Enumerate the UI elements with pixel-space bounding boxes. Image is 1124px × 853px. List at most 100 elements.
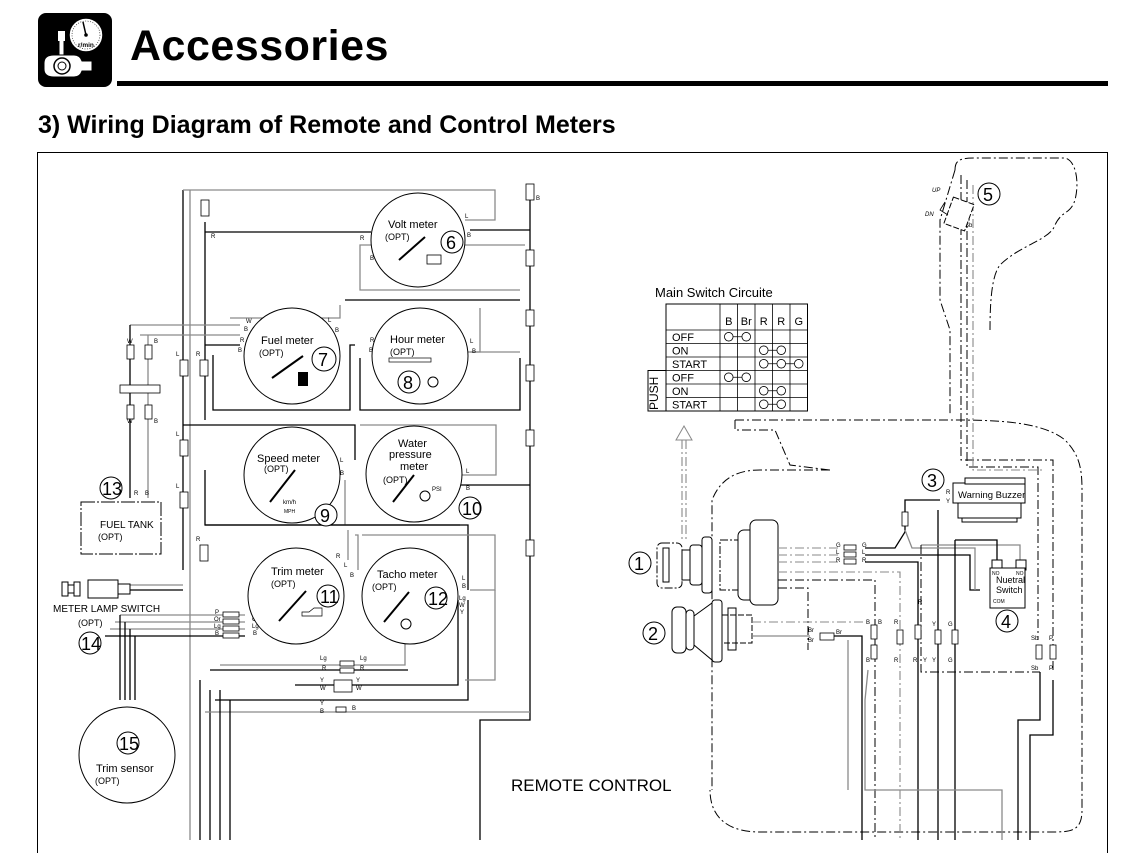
svg-text:L: L [462, 576, 466, 582]
table-row-label: OFF [672, 332, 694, 344]
contact-circle [776, 386, 786, 396]
svg-text:13: 13 [102, 479, 122, 499]
svg-text:Y: Y [356, 678, 360, 684]
svg-text:Trim sensor: Trim sensor [96, 763, 154, 775]
svg-text:9: 9 [320, 506, 330, 526]
svg-text:W: W [356, 686, 362, 692]
svg-text:R: R [211, 234, 216, 240]
speed-meter: Speed meter (OPT) km/h MPH 9 [243, 426, 341, 527]
diagram-frame [37, 152, 1108, 853]
tacho-meter: Tacho meter (OPT) 12 [361, 547, 459, 645]
section-title: 3) Wiring Diagram of Remote and Control … [38, 111, 616, 139]
water-pressure-meter: Water pressure meter (OPT) PSI 10 [365, 425, 482, 523]
svg-text:Sb: Sb [965, 223, 973, 229]
svg-text:R: R [322, 666, 327, 672]
push-box [647, 370, 667, 412]
contact-circle [759, 359, 769, 369]
connectors-left [119, 183, 535, 713]
fuel-meter: Fuel meter (OPT) 7 [243, 307, 341, 405]
svg-text:MPH: MPH [284, 509, 296, 515]
table-row-label: ON [672, 386, 689, 398]
trim-switch: UP DN 5 [925, 182, 1001, 232]
svg-text:(OPT): (OPT) [385, 232, 410, 242]
svg-text:L: L [344, 563, 348, 569]
svg-text:(OPT): (OPT) [390, 347, 415, 357]
trim-sensor: 15 Trim sensor (OPT) [78, 706, 176, 804]
svg-text:R: R [196, 352, 201, 358]
svg-text:(OPT): (OPT) [372, 582, 397, 592]
contact-circle [759, 345, 769, 355]
svg-text:L: L [328, 318, 332, 324]
svg-text:L: L [470, 339, 474, 345]
svg-text:4: 4 [1001, 612, 1011, 632]
svg-text:UP: UP [932, 188, 940, 194]
svg-text:B: B [536, 196, 540, 202]
svg-text:3: 3 [927, 471, 937, 491]
battery-icon [426, 254, 442, 265]
svg-text:Volt meter: Volt meter [388, 219, 438, 231]
svg-text:R: R [134, 491, 139, 497]
svg-text:R: R [862, 558, 867, 564]
svg-text:COM: COM [993, 599, 1005, 605]
svg-text:B: B [244, 327, 248, 333]
svg-text:R: R [240, 338, 245, 344]
svg-text:8: 8 [403, 373, 413, 393]
svg-text:B: B [145, 491, 149, 497]
svg-text:10: 10 [462, 499, 482, 519]
contact-circle [724, 372, 734, 382]
hour-meter: Hour meter (OPT) 8 [371, 307, 469, 405]
svg-text:Water: Water [398, 438, 427, 450]
contact-circle [776, 359, 786, 369]
svg-text:R: R [360, 666, 365, 672]
svg-text:(OPT): (OPT) [271, 579, 296, 589]
svg-text:Nuetral: Nuetral [996, 575, 1025, 585]
svg-text:PSI: PSI [432, 487, 442, 493]
push-label: PUSH [647, 377, 661, 410]
svg-text:B: B [335, 328, 339, 334]
svg-text:Y: Y [932, 658, 936, 664]
svg-text:R: R [196, 537, 201, 543]
svg-text:L: L [176, 352, 180, 358]
accessories-section-icon: r/min [38, 13, 112, 87]
svg-text:G: G [862, 543, 867, 549]
main-switch: 1 [628, 519, 779, 606]
svg-text:7: 7 [318, 350, 328, 370]
svg-text:Lg: Lg [252, 624, 259, 630]
svg-text:DN: DN [925, 212, 934, 218]
svg-text:5: 5 [983, 185, 993, 205]
volt-meter: Volt meter (OPT) 6 [370, 192, 466, 288]
svg-text:R: R [894, 658, 899, 664]
svg-text:(OPT): (OPT) [383, 475, 408, 485]
svg-text:P: P [1049, 636, 1053, 642]
svg-text:Lg: Lg [214, 624, 221, 630]
svg-text:(OPT): (OPT) [95, 776, 120, 786]
contact-circle [759, 399, 769, 409]
svg-text:G: G [948, 622, 953, 628]
svg-text:Sb: Sb [1031, 666, 1039, 672]
meter-harness-wires [105, 189, 531, 840]
svg-text:Tacho meter: Tacho meter [377, 569, 438, 581]
table-col-header: R [760, 316, 768, 328]
table-col-header: B [725, 316, 732, 328]
oil-icon [400, 618, 412, 630]
hour-glass-icon [427, 376, 439, 388]
switch-reference-arrow [675, 424, 693, 540]
svg-text:R: R [913, 658, 918, 664]
svg-text:B: B [878, 620, 882, 626]
wire-labels-left: L R R B B B W B R B L B R B L B W B W B … [113, 196, 540, 716]
svg-text:NO: NO [1016, 571, 1024, 577]
svg-text:B: B [154, 419, 158, 425]
contact-circle [741, 332, 751, 342]
svg-text:B: B [866, 658, 870, 664]
svg-text:Lg: Lg [459, 596, 466, 602]
svg-text:FUEL TANK: FUEL TANK [100, 520, 154, 531]
svg-text:L: L [176, 484, 180, 490]
svg-text:12: 12 [428, 589, 448, 609]
svg-text:Fuel meter: Fuel meter [261, 335, 314, 347]
svg-text:15: 15 [119, 734, 139, 754]
svg-text:B: B [467, 233, 471, 239]
svg-text:Or: Or [214, 617, 221, 623]
svg-text:R: R [894, 620, 899, 626]
svg-text:P: P [1049, 666, 1053, 672]
